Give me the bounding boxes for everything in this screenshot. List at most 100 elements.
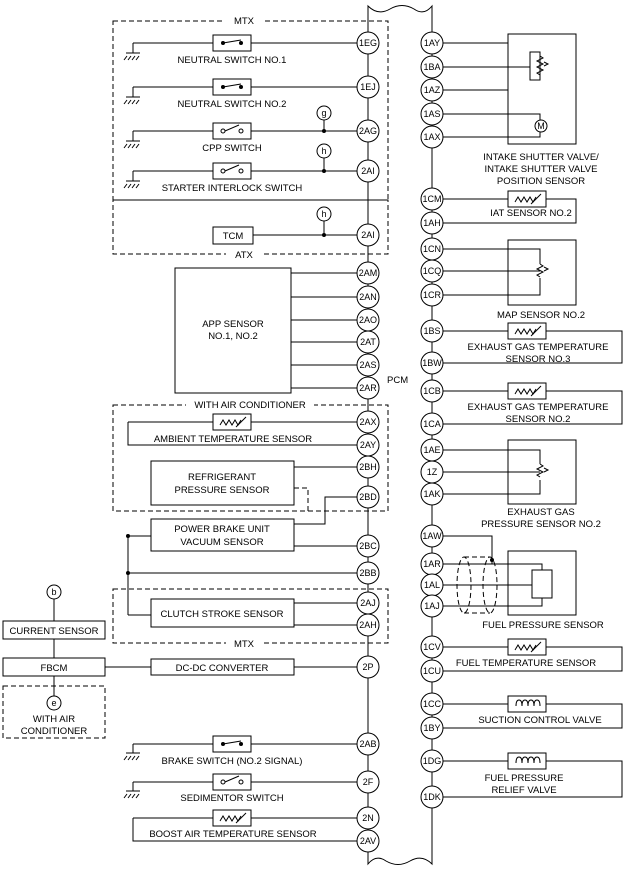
pcm-right-pin-circle	[420, 125, 444, 149]
pcm-left-pin-label: 2AH	[359, 620, 377, 630]
svg-text:FBCM: FBCM	[41, 663, 68, 674]
pcm-pins-left: 1EG1EJ2AG2AI2AI2AM2AN2AO2AT2AS2AR2AX2AY2…	[356, 31, 380, 853]
svg-text:SEDIMENTOR SWITCH: SEDIMENTOR SWITCH	[180, 793, 283, 804]
svg-text:b: b	[51, 587, 56, 597]
pcm-left-pin-circle	[356, 31, 380, 55]
fuel-temperature-sensor: FUEL TEMPERATURE SENSOR	[432, 638, 623, 672]
svg-text:e: e	[51, 698, 56, 708]
pcm-left-pin-label: 1EG	[359, 38, 377, 48]
pcm-left-pin-label: 2AI	[361, 166, 375, 176]
ambient-temperature-sensor: AMBIENT TEMPERATURE SENSOR	[127, 413, 368, 446]
pcm-right-pin-label: 1AH	[423, 218, 441, 228]
pcm-right-pin-label: 1AL	[424, 580, 440, 590]
svg-text:MAP SENSOR NO.2: MAP SENSOR NO.2	[497, 310, 585, 321]
sensor-ground-line	[126, 534, 368, 616]
pcm-right-pin-label: 1CN	[423, 244, 441, 254]
pcm-left-pin-circle	[356, 829, 380, 853]
pcm-left-pin-circle	[356, 806, 380, 830]
pcm-right-pin-circle	[420, 379, 444, 403]
pcm-left-pin-label: 2AX	[359, 417, 376, 427]
svg-text:TCM: TCM	[223, 231, 244, 242]
svg-text:WITH AIR: WITH AIR	[33, 714, 75, 725]
atx-label: ATX	[235, 250, 253, 261]
pcm-right-pin-circle	[420, 659, 444, 683]
svg-text:EXHAUST GAS TEMPERATURE: EXHAUST GAS TEMPERATURE	[468, 402, 609, 413]
svg-text:NEUTRAL SWITCH NO.1: NEUTRAL SWITCH NO.1	[178, 55, 287, 66]
boost-air-temperature-sensor: BOOST AIR TEMPERATURE SENSOR	[132, 809, 368, 842]
pcm-left-pin-circle	[356, 613, 380, 637]
pcm-right-pin-label: 1AJ	[424, 601, 440, 611]
refrigerant-pressure-sensor: REFRIGERANT PRESSURE SENSOR	[150, 460, 368, 506]
svg-text:FUEL PRESSURE: FUEL PRESSURE	[485, 773, 564, 784]
pcm-right-pin-circle	[420, 785, 444, 809]
pcm-right-pin-label: 1CA	[423, 419, 441, 429]
pcm-left-pin-circle	[356, 770, 380, 794]
pcm-left-pin-label: 2F	[363, 777, 374, 787]
pcm-pins-right: 1AY1BA1AZ1AS1AX1CM1AH1CN1CQ1CR1BS1BW1CB1…	[420, 31, 444, 809]
pcm-right-pin-circle	[420, 187, 444, 211]
pcm-right-pin-circle	[420, 635, 444, 659]
svg-text:IAT SENSOR NO.2: IAT SENSOR NO.2	[490, 208, 571, 219]
pcm-right-pin-label: 1BA	[423, 62, 440, 72]
svg-text:EXHAUST GAS TEMPERATURE: EXHAUST GAS TEMPERATURE	[468, 342, 609, 353]
svg-text:SENSOR NO.2: SENSOR NO.2	[506, 414, 571, 425]
app-sensor: APP SENSOR NO.1, NO.2	[174, 267, 368, 394]
svg-text:VACUUM SENSOR: VACUUM SENSOR	[180, 537, 263, 548]
exhaust-gas-temperature-sensor-3: EXHAUST GAS TEMPERATURE SENSOR NO.3	[432, 322, 623, 365]
pcm-left-pin-label: 2AY	[360, 440, 376, 450]
clutch-stroke-sensor: CLUTCH STROKE SENSOR	[150, 598, 368, 628]
pcm-left-pin-circle	[356, 119, 380, 143]
starter-interlock-switch: STARTER INTERLOCK SWITCH h	[123, 143, 368, 194]
pcm-left-pin-label: 2AR	[359, 383, 377, 393]
pcm-left-pin-circle	[356, 655, 380, 679]
svg-text:DC-DC CONVERTER: DC-DC CONVERTER	[176, 663, 269, 674]
neutral-switch-1: NEUTRAL SWITCH NO.1	[123, 34, 368, 66]
pcm-right-pin-label: 1AX	[423, 132, 440, 142]
pcm-left-pin-label: 2AI	[361, 230, 375, 240]
mtx-top-label: MTX	[234, 16, 255, 27]
svg-text:BOOST AIR TEMPERATURE SENSOR: BOOST AIR TEMPERATURE SENSOR	[149, 829, 316, 840]
exhaust-gas-pressure-sensor-2: EXHAUST GAS PRESSURE SENSOR NO.2	[432, 439, 601, 530]
svg-text:h: h	[321, 146, 326, 156]
pcm-right-pin-circle	[420, 692, 444, 716]
svg-text:SENSOR NO.3: SENSOR NO.3	[506, 354, 571, 365]
svg-text:POSITION SENSOR: POSITION SENSOR	[497, 176, 585, 187]
pcm-left-pin-label: 2AM	[359, 268, 378, 278]
pcm-left-pin-circle	[356, 223, 380, 247]
pcm-left-pin-circle	[356, 285, 380, 309]
svg-text:BRAKE SWITCH (NO.2 SIGNAL): BRAKE SWITCH (NO.2 SIGNAL)	[162, 756, 303, 767]
intake-shutter-valve: M INTAKE SHUTTER VALVE/ INTAKE SHUTTER V…	[432, 33, 599, 187]
pcm-left-pin-circle	[356, 534, 380, 558]
pcm-body	[367, 4, 433, 866]
svg-text:CPP SWITCH: CPP SWITCH	[202, 143, 262, 154]
fuel-pressure-sensor: FUEL PRESSURE SENSOR	[432, 535, 604, 631]
pcm-left-pin-label: 2BC	[359, 541, 377, 551]
pcm-right-pin-label: 1BW	[422, 358, 442, 368]
pcm-right-pin-label: 1AY	[424, 38, 440, 48]
tcm: TCM h	[212, 206, 368, 245]
pcm-right-pin-circle	[420, 594, 444, 618]
pcm-left-pin-label: 2AB	[359, 739, 376, 749]
pcm-right-pin-label: 1AZ	[424, 85, 441, 95]
pcm-right-pin-label: 1DK	[423, 792, 441, 802]
svg-text:STARTER INTERLOCK SWITCH: STARTER INTERLOCK SWITCH	[162, 183, 303, 194]
svg-text:REFRIGERANT: REFRIGERANT	[188, 472, 256, 483]
pcm-right-pin-label: 1CU	[423, 666, 441, 676]
svg-text:INTAKE SHUTTER VALVE/: INTAKE SHUTTER VALVE/	[483, 152, 599, 163]
sedimentor-switch: SEDIMENTOR SWITCH	[123, 773, 368, 804]
pcm-left-pin-label: 2BH	[359, 462, 377, 472]
svg-text:CONDITIONER: CONDITIONER	[21, 726, 88, 737]
pcm-right-pin-circle	[420, 283, 444, 307]
pcm-left-pin-circle	[356, 353, 380, 377]
pcm-left-pin-circle	[356, 261, 380, 285]
pcm-right-pin-circle	[420, 78, 444, 102]
pcm-left-pin-circle	[356, 485, 380, 509]
suction-control-valve: SUCTION CONTROL VALVE	[432, 695, 623, 729]
fuel-pressure-relief-valve: FUEL PRESSURE RELIEF VALVE	[432, 752, 623, 798]
pcm-right-pin-label: 1AS	[423, 109, 440, 119]
neutral-switch-2: NEUTRAL SWITCH NO.2	[123, 78, 368, 110]
svg-text:CURRENT SENSOR: CURRENT SENSOR	[9, 626, 98, 637]
pcm-right-pin-circle	[420, 259, 444, 283]
pcm-right-pin-label: 1CV	[423, 642, 441, 652]
